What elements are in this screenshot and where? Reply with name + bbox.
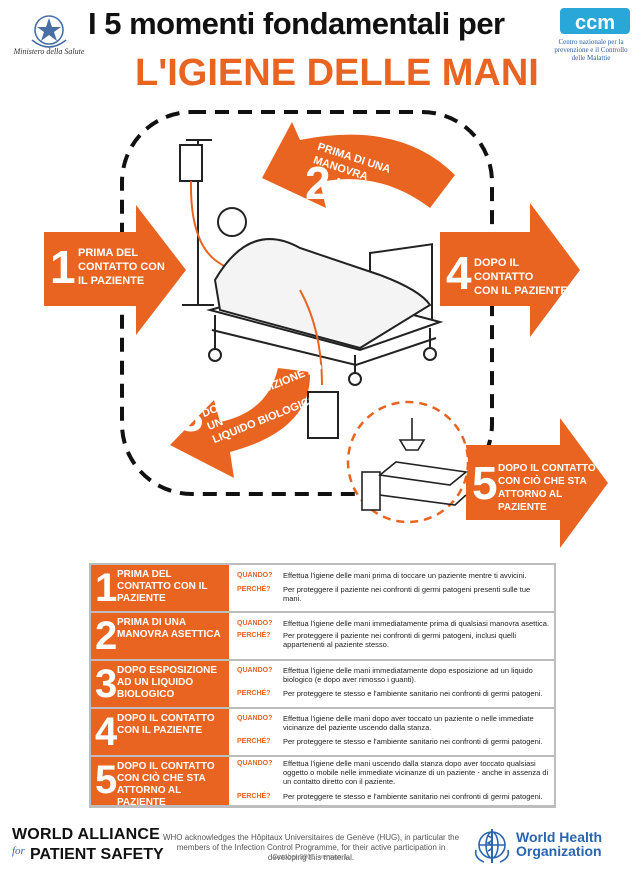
- world-alliance-logo-line1: WORLD ALLIANCE: [12, 826, 160, 843]
- row-label: DOPO IL CONTATTO CON CIÒ CHE STA ATTORNO…: [117, 761, 215, 808]
- ccm-caption: Centro nazionale per la prevenzione e il…: [554, 38, 628, 62]
- when-line: QUANDO?Effettua l'igiene delle mani prim…: [237, 571, 527, 580]
- when-line: QUANDO?Effettua l'igiene delle mani imme…: [237, 619, 550, 628]
- row-label: PRIMA DI UNA MANOVRA ASETTICA: [117, 617, 221, 640]
- ccm-logo: ccm: [560, 8, 630, 34]
- row-label: DOPO ESPOSIZIONE AD UN LIQUIDO BIOLOGICO: [117, 665, 218, 700]
- table-row: 1 PRIMA DEL CONTATTO CON IL PAZIENTE QUA…: [91, 565, 554, 611]
- row-label-cell: 3 DOPO ESPOSIZIONE AD UN LIQUIDO BIOLOGI…: [91, 661, 229, 707]
- world-alliance-logo-line2: PATIENT SAFETY: [30, 846, 164, 863]
- arrow-5-shape: [466, 418, 608, 548]
- row-number: 5: [95, 758, 118, 802]
- row-number: 1: [95, 566, 118, 610]
- credits-text: WHO acknowledges the Hôpitaux Universita…: [162, 833, 460, 862]
- patient-head-icon: [217, 207, 247, 237]
- row-label-cell: 5 DOPO IL CONTATTO CON CIÒ CHE STA ATTOR…: [91, 757, 229, 808]
- arrow-4-number: 4: [446, 247, 472, 299]
- page-title: I 5 momenti fondamentali per: [88, 6, 505, 41]
- version-text: October 2006, version 1.: [272, 854, 350, 861]
- hospital-bed-icon: [206, 238, 444, 386]
- table-row: 5 DOPO IL CONTATTO CON CIÒ CHE STA ATTOR…: [91, 757, 554, 808]
- row-label-cell: 4 DOPO IL CONTATTO CON IL PAZIENTE: [91, 709, 229, 755]
- arrow-3-shape: [170, 368, 311, 478]
- drain-bag-icon: [299, 289, 339, 439]
- why-line: PERCHÉ?Per proteggere te stesso e l'ambi…: [237, 689, 543, 698]
- arrow-2-shape: [262, 122, 455, 208]
- ministry-caption: Ministero della Salute: [13, 47, 85, 56]
- when-line: QUANDO?Effettua l'igiene delle mani dopo…: [237, 714, 534, 732]
- iv-stand-icon: [179, 139, 253, 306]
- moments-table: 1 PRIMA DEL CONTATTO CON IL PAZIENTE QUA…: [89, 563, 556, 808]
- who-emblem-icon: [474, 829, 510, 863]
- hand-hygiene-illustration: [44, 110, 608, 548]
- why-line: PERCHÉ?Per proteggere il paziente nei co…: [237, 585, 531, 603]
- republic-emblem-icon: [31, 15, 67, 48]
- arrow-1-number: 1: [50, 241, 76, 293]
- table-row: 2 PRIMA DI UNA MANOVRA ASETTICA QUANDO?E…: [91, 613, 554, 659]
- arrow-3-number: 3: [178, 389, 204, 441]
- when-line: QUANDO?Effettua l'igiene delle mani imme…: [237, 666, 533, 684]
- arrow-5-number: 5: [472, 457, 498, 509]
- empty-bed-icon: [361, 418, 468, 511]
- row-label-cell: 2 PRIMA DI UNA MANOVRA ASETTICA: [91, 613, 229, 659]
- row-number: 2: [95, 614, 118, 658]
- world-alliance-logo-for: for: [12, 845, 25, 857]
- why-line: PERCHÉ?Per proteggere te stesso e l'ambi…: [237, 737, 543, 746]
- arrow-2-number: 2: [305, 157, 331, 209]
- page-subtitle: L'IGIENE DELLE MANI: [135, 52, 539, 94]
- table-row: 3 DOPO ESPOSIZIONE AD UN LIQUIDO BIOLOGI…: [91, 661, 554, 707]
- why-line: PERCHÉ?Per proteggere il paziente nei co…: [237, 631, 517, 649]
- row-number: 4: [95, 710, 118, 754]
- row-label: PRIMA DEL CONTATTO CON IL PAZIENTE: [117, 569, 208, 604]
- why-line: PERCHÉ?Per proteggere te stesso e l'ambi…: [237, 792, 543, 801]
- row-number: 3: [95, 662, 118, 706]
- when-line: QUANDO?Effettua l'igiene delle mani usce…: [237, 759, 549, 786]
- row-label: DOPO IL CONTATTO CON IL PAZIENTE: [117, 713, 215, 736]
- arrow-4-shape: [440, 203, 580, 337]
- arrow-1-shape: [44, 205, 186, 335]
- row-label-cell: 1 PRIMA DEL CONTATTO CON IL PAZIENTE: [91, 565, 229, 611]
- table-row: 4 DOPO IL CONTATTO CON IL PAZIENTE QUAND…: [91, 709, 554, 755]
